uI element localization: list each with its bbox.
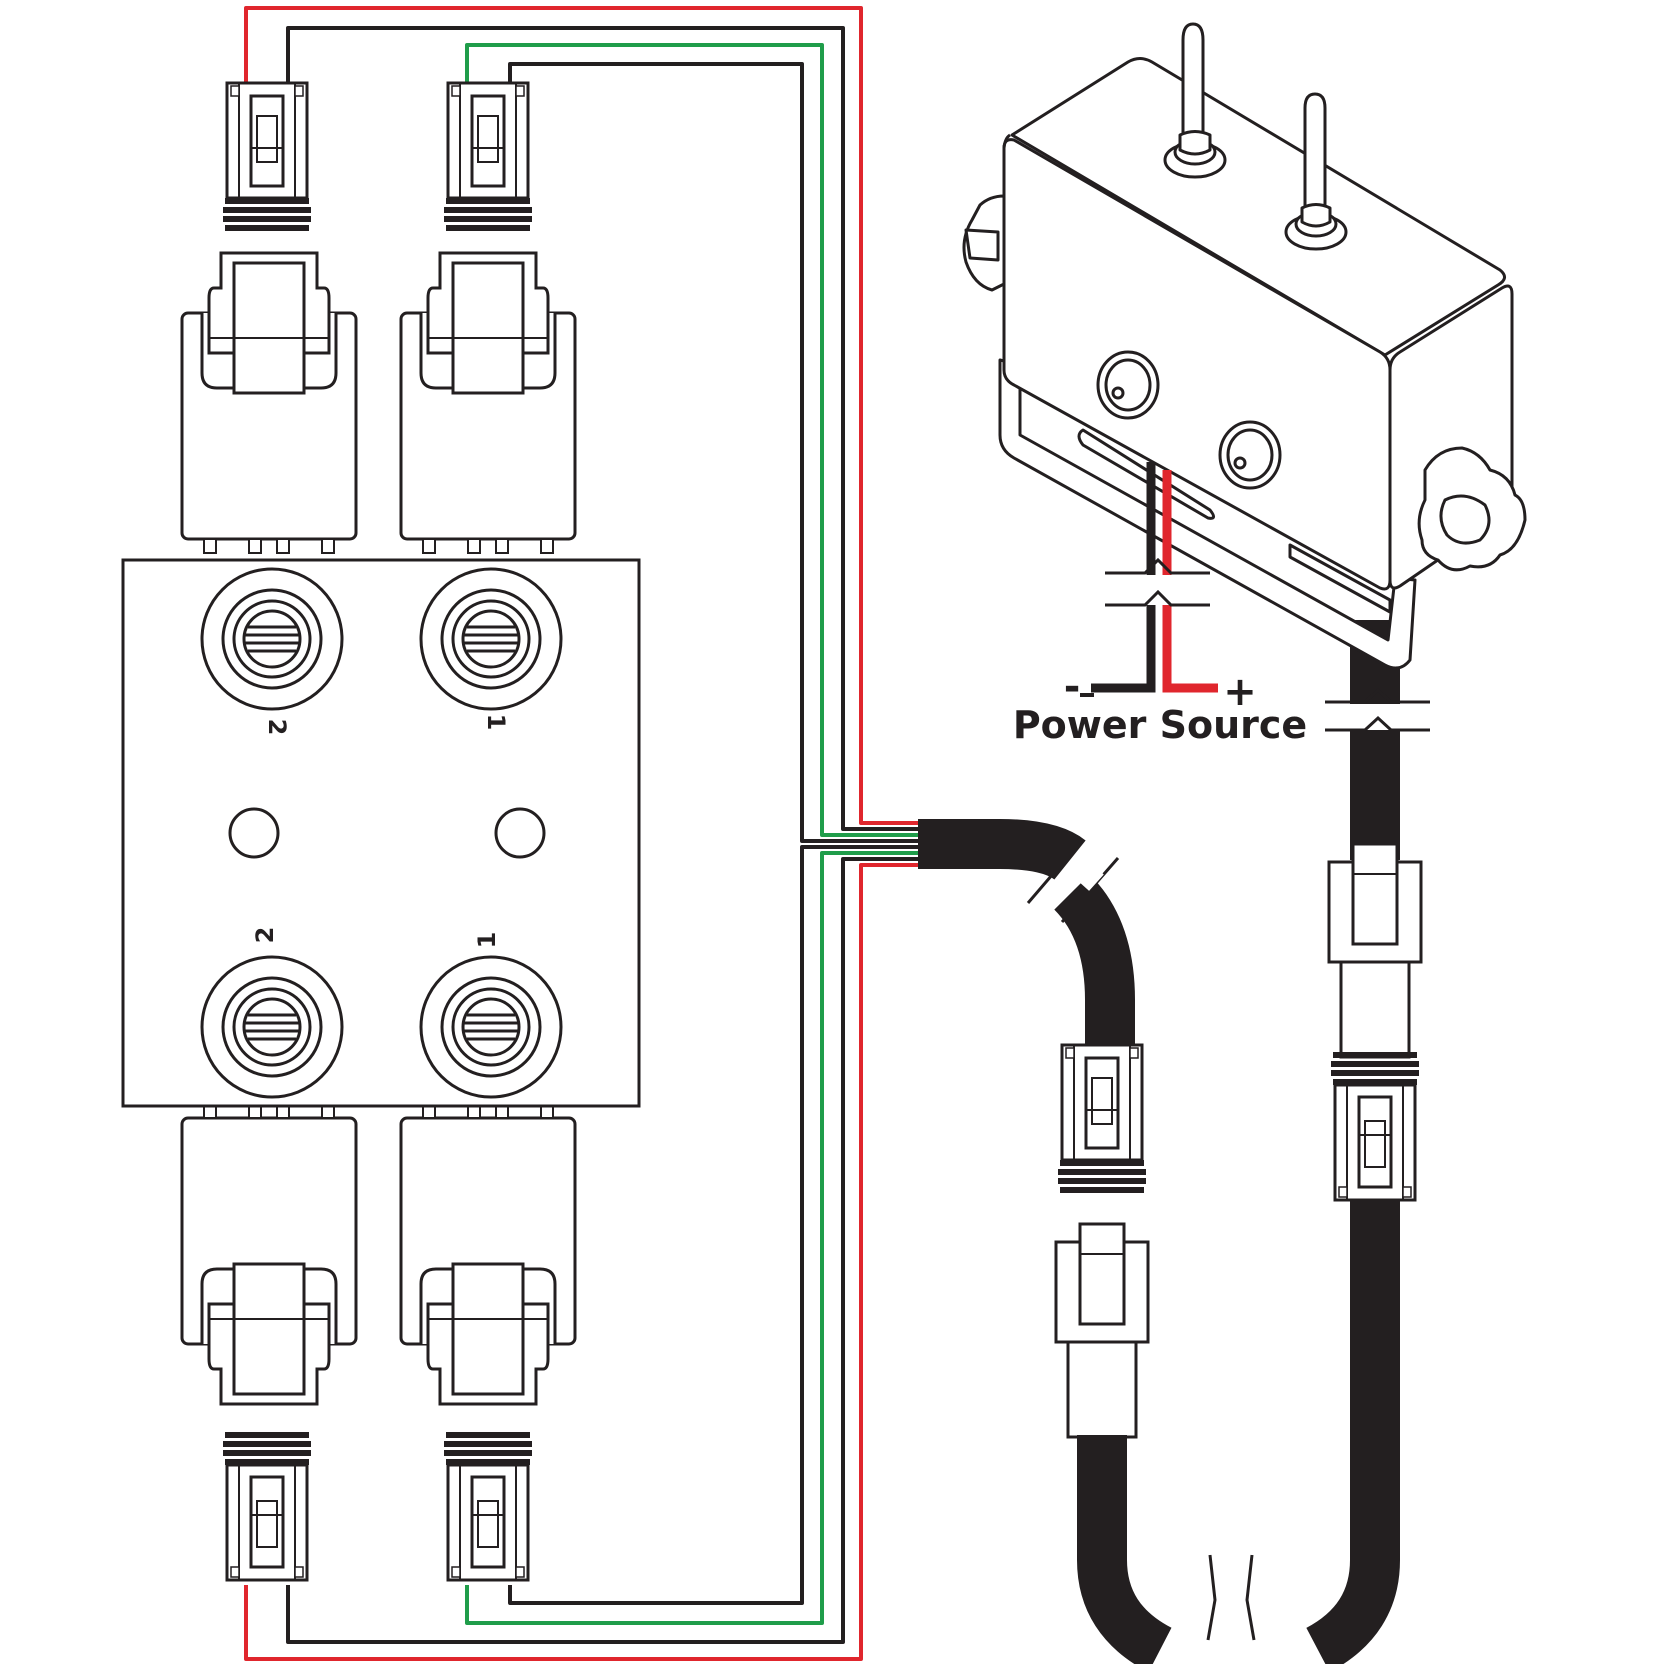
red-wire-bottom — [244, 863, 925, 1661]
wire-harness — [244, 6, 925, 1661]
power-source-label: Power Source — [1013, 703, 1307, 747]
connector-bottom-left — [221, 1430, 313, 1582]
connector-bottom-right — [442, 1430, 534, 1582]
connector-top-right — [442, 81, 534, 233]
solenoid-valve-manifold-icon: 2 1 2 1 — [121, 251, 641, 1406]
control-box-connector-female — [1329, 1050, 1421, 1202]
coil-top-left — [180, 251, 358, 555]
coil-bottom-left — [180, 1102, 358, 1406]
toggle-switch-control-box-icon — [962, 22, 1527, 670]
red-wire-top — [244, 6, 925, 825]
positive-lead — [1162, 470, 1218, 693]
black-wire-bottom-2 — [508, 845, 925, 1605]
positive-symbol: + — [1223, 669, 1257, 715]
mounting-hole-left — [228, 807, 280, 859]
black-wire-bottom — [286, 857, 925, 1644]
black-wire-top-2 — [508, 62, 925, 843]
port-top-left — [200, 567, 344, 711]
port-bottom-left — [200, 955, 344, 1099]
green-wire-bottom — [465, 851, 925, 1625]
port-label-bottom-right: 1 — [473, 932, 501, 949]
green-wire-top — [465, 43, 925, 837]
mounting-hole-right — [494, 807, 546, 859]
port-label-bottom-left: 2 — [251, 927, 279, 944]
control-box-connector-plug — [1327, 842, 1423, 1059]
harness-connector-plug — [1054, 1222, 1150, 1439]
harness-cable — [918, 620, 1430, 1664]
coil-top-right — [399, 251, 577, 555]
port-top-right — [419, 567, 563, 711]
black-wire-top — [286, 26, 925, 831]
coil-bottom-right — [399, 1102, 577, 1406]
port-label-top-right: 1 — [482, 714, 510, 731]
port-bottom-right — [419, 955, 563, 1099]
negative-symbol: - — [1064, 664, 1081, 710]
negative-lead — [1091, 462, 1156, 693]
power-source-leads — [1080, 462, 1218, 697]
connector-top-left — [221, 81, 313, 233]
port-label-top-left: 2 — [263, 719, 291, 736]
harness-connector-female — [1056, 1043, 1148, 1195]
